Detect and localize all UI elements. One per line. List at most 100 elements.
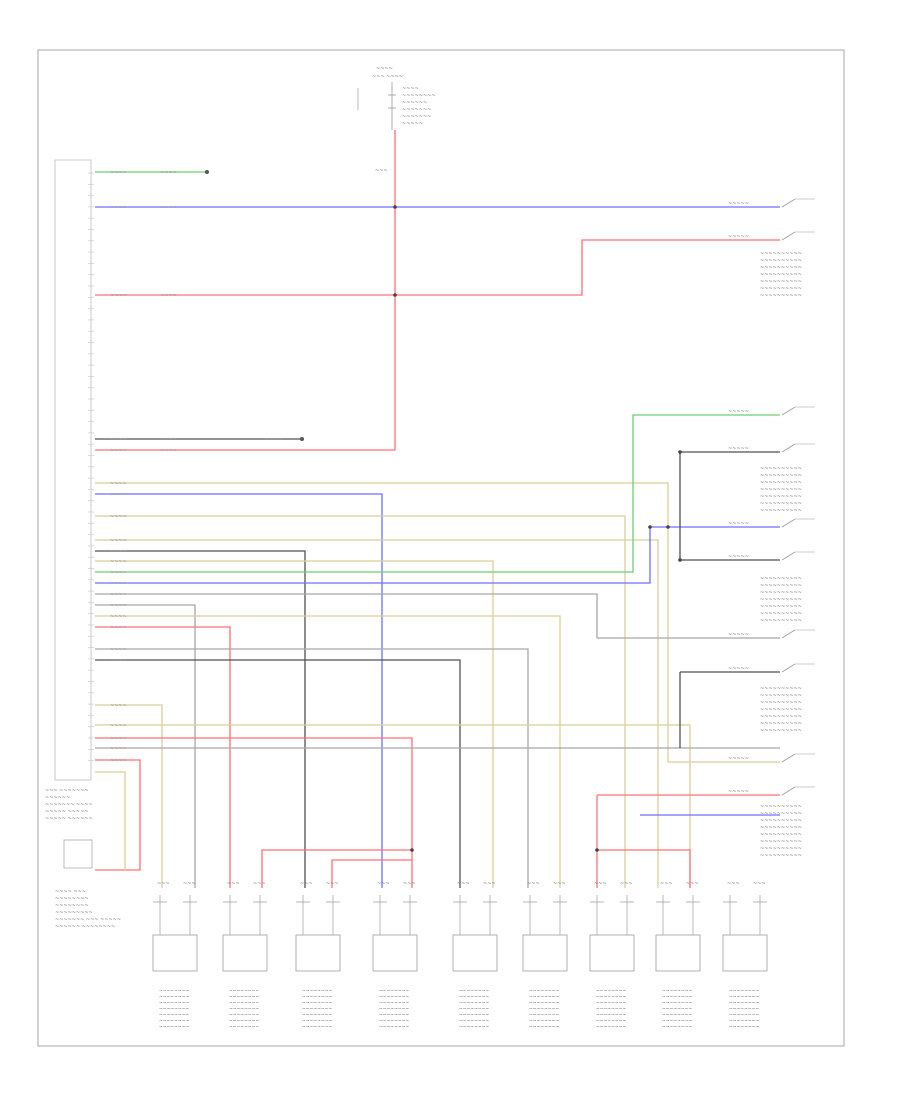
sensor-label: ~~~~~~~~: [662, 1001, 692, 1006]
component-label: ~~~~~~~~~~: [760, 693, 802, 699]
wire-label: ~~~~: [110, 481, 127, 487]
wire-label: ~~~~: [110, 205, 127, 211]
right-side-connectors: ~~~~~~~~~~~~~~~~~~~~~~~~~~~~~~~~~~~~~~~~…: [728, 198, 815, 859]
sensor-label: ~~~~~~~~: [159, 1007, 189, 1012]
connector-label: ~~~~~: [728, 666, 749, 672]
component-label: ~~~~~~~~~~: [760, 272, 802, 278]
component-label: ~~~~~~~~~~: [760, 700, 802, 706]
wire-tan-6: [95, 704, 163, 888]
connector-label: ~~~~~: [728, 632, 749, 638]
sensor-label: ~~~~~~~~: [529, 1013, 559, 1018]
sensor-label: ~~~~~~~~: [229, 1019, 259, 1024]
svg-text:~~~~~~~~~: ~~~~~~~~~: [55, 910, 93, 916]
pin-label: ~~~: [377, 881, 390, 887]
connector-label: ~~~~~: [728, 201, 749, 207]
sensor-label: ~~~~~~~~: [662, 1025, 692, 1030]
pin-label: ~~~: [253, 881, 266, 887]
wire-label: ~~~~: [110, 647, 127, 653]
sensor-label: ~~~~~~~~: [596, 995, 626, 1000]
sensor-label: ~~~~~~~~: [459, 1019, 489, 1024]
splice-icon: [410, 848, 414, 852]
sensor-icon: [452, 934, 498, 972]
connector-icon: [781, 786, 796, 796]
component-label: ~~~~~~~~~~: [760, 501, 802, 507]
sensor-icon: [152, 934, 198, 972]
sensor-8: ~~~~~~~~~~~~~~~~~~~~~~~~~~~~~~~~~~~~~~~~…: [655, 881, 701, 1030]
pin-label: ~~~: [157, 881, 170, 887]
connector-icon: [781, 753, 796, 763]
component-label: ~~~~~~~~~~: [760, 473, 802, 479]
wire-red-bus-3: [261, 849, 412, 888]
sensor-icon: [589, 934, 635, 972]
sensor-label: ~~~~~~~~: [596, 1019, 626, 1024]
sensor-label: ~~~~~~~~: [459, 1025, 489, 1030]
connector-icon: [300, 437, 304, 441]
sensor-icon: [522, 934, 568, 972]
wire-label: ~~~~: [110, 736, 127, 742]
wire-label: ~~~~: [265, 437, 282, 443]
svg-text:~~~~~~~: ~~~~~~~: [402, 114, 431, 120]
sensor-label: ~~~~~~~~: [662, 995, 692, 1000]
wire-tan-2: [95, 515, 626, 888]
sensor-label: ~~~~~~~~: [529, 995, 559, 1000]
wire-label: ~~~~: [110, 492, 127, 498]
component-label: ~~~~~~~~~~: [760, 714, 802, 720]
sensor-label: ~~~~~~~~: [596, 1025, 626, 1030]
svg-text:~~~~~~~ ~~~~: ~~~~~~~ ~~~~: [45, 802, 93, 808]
sensor-label: ~~~~~~~~: [529, 1001, 559, 1006]
wire-label: ~~~~: [110, 514, 127, 520]
sensor-1: ~~~~~~~~~~~~~~~~~~~~~~~~~~~~~~~~~~~~~~~~…: [152, 881, 198, 1030]
wire-blue-2: [95, 493, 383, 888]
svg-text:~~~~~~: ~~~~~~: [402, 100, 427, 106]
component-label: ~~~~~~~~~~: [760, 508, 802, 514]
component-label: ~~~~~~~~~~: [760, 804, 802, 810]
sensor-icon: [222, 934, 268, 972]
sensor-label: ~~~~~~~~: [302, 1013, 332, 1018]
wire-label: ~~~~: [160, 437, 177, 443]
wire-red-3: [95, 737, 413, 888]
connector-icon: [781, 231, 796, 241]
component-label: ~~~~~~~~~~: [760, 853, 802, 859]
wire-tan-3: [95, 539, 659, 888]
sensor-label: ~~~~~~~~: [229, 1013, 259, 1018]
svg-text:~~~~: ~~~~: [402, 86, 419, 92]
sensor-4: ~~~~~~~~~~~~~~~~~~~~~~~~~~~~~~~~~~~~~~~~…: [372, 881, 418, 1030]
component-label: ~~~~~~~~~~: [760, 728, 802, 734]
pin-label: ~~~: [457, 881, 470, 887]
component-label: ~~~~~~~~~~: [760, 251, 802, 257]
splice-icon: [678, 558, 682, 562]
wire-gray-3: [95, 648, 529, 888]
svg-text:~~~~~~ ~~~~~~~~: ~~~~~~ ~~~~~~~~: [55, 924, 115, 930]
sensor-label: ~~~~~~~~: [662, 1019, 692, 1024]
pin-label: ~~~: [326, 881, 339, 887]
wire-label: ~~~~: [110, 603, 127, 609]
sensor-label: ~~~~~~~~: [379, 995, 409, 1000]
svg-text:~~~~ ~~~: ~~~~ ~~~: [55, 889, 86, 895]
component-label: ~~~~~~~~~~: [760, 279, 802, 285]
wire-label: ~~~~: [110, 559, 127, 565]
sensor-label: ~~~~~~~~: [302, 989, 332, 994]
sensor-label: ~~~~~~~~: [229, 1007, 259, 1012]
connector-icon: [781, 663, 796, 673]
wire-tan-8: [95, 771, 126, 870]
wire-label: ~~~~: [160, 170, 177, 176]
wire-label: ~~~~: [110, 723, 127, 729]
sensor-label: ~~~~~~~~: [229, 989, 259, 994]
sensor-label: ~~~~~~~~: [729, 1019, 759, 1024]
sensor-label: ~~~~~~~~: [729, 1025, 759, 1030]
wire-label: ~~~~: [110, 437, 127, 443]
connector-label: ~~~~~: [728, 756, 749, 762]
bottom-sensors: ~~~~~~~~~~~~~~~~~~~~~~~~~~~~~~~~~~~~~~~~…: [152, 881, 768, 1030]
wire-label: ~~~~: [110, 703, 127, 709]
connector-icon: [205, 170, 209, 174]
sensor-label: ~~~~~~~~: [729, 995, 759, 1000]
wire-label: ~~~~: [160, 205, 177, 211]
wire-gray-2: [95, 604, 196, 888]
component-label: ~~~~~~~~~~: [760, 480, 802, 486]
pin-label: ~~~: [227, 881, 240, 887]
connector-icon: [781, 551, 796, 561]
wire-tan-4: [95, 560, 494, 888]
sensor-label: ~~~~~~~~: [729, 989, 759, 994]
sensor-label: ~~~~~~~~: [379, 1025, 409, 1030]
component-label: ~~~~~~~~~~: [760, 286, 802, 292]
